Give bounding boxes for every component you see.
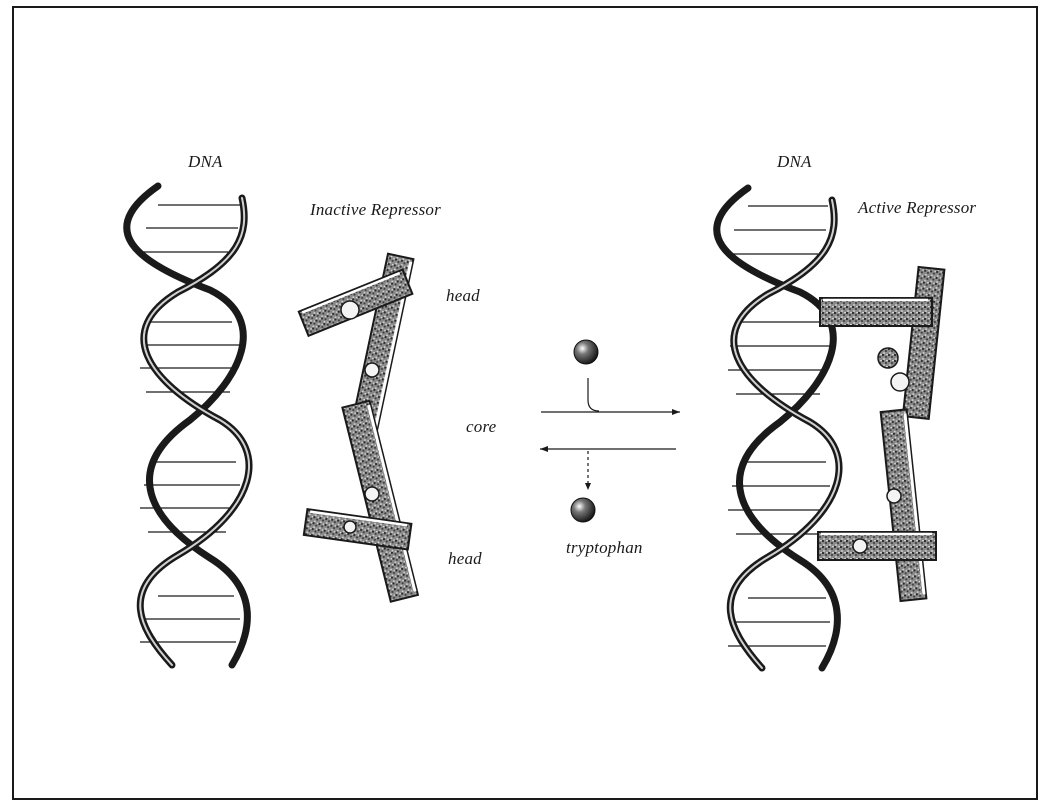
active-bottom-head-block	[818, 532, 936, 560]
dna-label-right: DNA	[777, 152, 812, 172]
head-label-bottom: head	[448, 549, 482, 569]
lower-core-rod	[342, 401, 418, 602]
dna-helix-right	[717, 188, 839, 668]
active-lower-rod	[881, 409, 927, 601]
active-top-head-block	[820, 298, 932, 326]
equilibrium-arrows	[540, 340, 680, 522]
head-label-top: head	[446, 286, 480, 306]
active-repressor-label: Active Repressor	[858, 198, 976, 218]
core-label: core	[466, 417, 496, 437]
active-upper-rod	[903, 267, 945, 419]
dna-label-left: DNA	[188, 152, 223, 172]
tryptophan-label: tryptophan	[566, 538, 643, 558]
tryptophan-molecule-top	[574, 340, 598, 364]
dna-helix-left	[127, 186, 249, 665]
tryptophan-molecule-bottom	[571, 498, 595, 522]
inactive-repressor-shape	[299, 254, 418, 602]
inactive-repressor-label: Inactive Repressor	[310, 200, 441, 220]
active-repressor-shape	[818, 267, 944, 601]
